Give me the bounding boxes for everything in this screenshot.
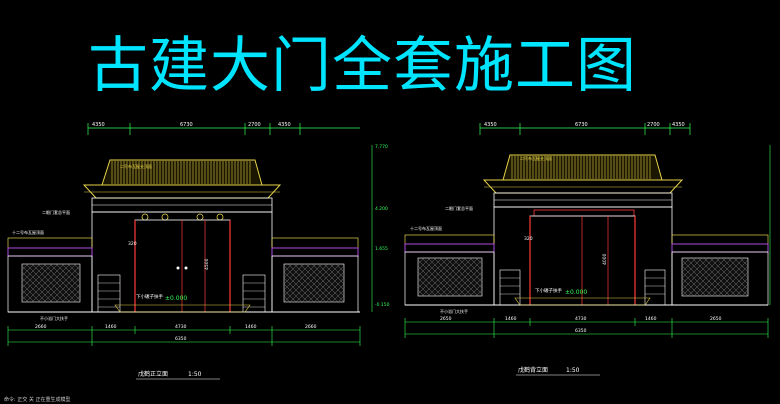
drawing-title: 古建大门全套施工图 <box>88 31 637 101</box>
scale: 1:50 <box>188 371 202 378</box>
height-label: 4000 <box>602 253 608 265</box>
bottom-dim-3: 1460 <box>245 324 257 330</box>
top-dim-2: 6730 <box>575 122 588 128</box>
note-ground: 不小浴门大扶手 <box>440 308 468 314</box>
note-base: 下小碾子扶手 <box>535 287 562 294</box>
level-1: 7.770 <box>375 144 388 150</box>
note-wall: 十二号布瓦屋顶面 <box>12 229 44 235</box>
caption: 戊鹤正立面 <box>138 370 168 378</box>
height-label: 4500 <box>204 258 210 270</box>
bottom-side-right: 2650 <box>710 316 722 322</box>
top-dim-2: 6730 <box>180 122 193 128</box>
bottom-total: 6350 <box>575 328 587 334</box>
bottom-dim-2: 4730 <box>175 324 187 330</box>
right-elevation: 4350 6730 2700 4350 <box>404 122 771 376</box>
top-dim-4: 4350 <box>278 122 291 128</box>
top-dim-4: 4350 <box>672 122 685 128</box>
note-eave: 二眼门套总平面 <box>42 209 70 215</box>
bottom-side-right: 2660 <box>305 324 317 330</box>
left-elevation: 4350 6730 2700 4350 <box>7 122 390 380</box>
bottom-side-left: 2660 <box>35 324 47 330</box>
level-mark: ±0.000 <box>565 289 587 296</box>
scale: 1:50 <box>566 367 580 374</box>
note-roof: 二号布瓦屋夫顶面 <box>120 163 152 169</box>
top-dim-3: 2700 <box>647 122 660 128</box>
bottom-dim-1: 1460 <box>105 324 117 330</box>
note-wall: 十二号布瓦屋顶面 <box>410 225 442 231</box>
mid-label: 320 <box>128 241 137 247</box>
note-ground: 不小浴门大扶手 <box>40 315 68 321</box>
caption: 戊鹤背立面 <box>518 366 548 374</box>
level-4: -0.150 <box>375 302 390 308</box>
note-eave: 二眼门套总平面 <box>445 205 473 211</box>
level-mark: ±0.000 <box>165 295 187 302</box>
bottom-total: 6350 <box>175 336 187 342</box>
mid-label: 320 <box>524 236 533 242</box>
top-dim-1: 4350 <box>484 122 497 128</box>
note-roof: 二号布瓦屋夫顶面 <box>520 155 552 161</box>
bottom-dim-2: 4730 <box>575 316 587 322</box>
level-3: 1.655 <box>375 246 388 252</box>
top-dim-1: 4350 <box>92 122 105 128</box>
note-base: 下小碾子扶手 <box>136 293 163 300</box>
top-dim-3: 2700 <box>248 122 261 128</box>
level-2: 4.200 <box>375 206 388 212</box>
bottom-dim-1: 1460 <box>505 316 517 322</box>
bottom-side-left: 2650 <box>440 316 452 322</box>
status-bar: 命令: 正交 关 正在重生成模型 <box>4 396 70 403</box>
bottom-dim-3: 1460 <box>645 316 657 322</box>
